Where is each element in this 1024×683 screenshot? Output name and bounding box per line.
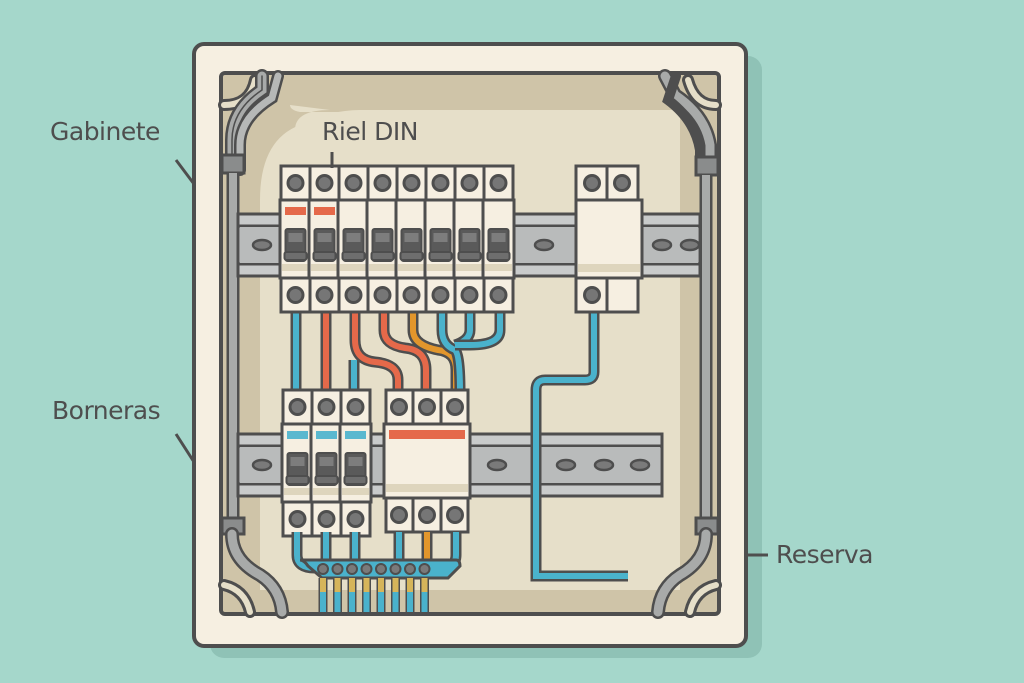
toggle-switch[interactable] [399, 228, 424, 262]
right-conduit [651, 69, 722, 619]
toggle-switch[interactable] [457, 228, 482, 262]
indicator [345, 431, 366, 439]
screw-terminal [344, 286, 363, 304]
leader-line-cabinet [174, 159, 196, 185]
top-right-module[interactable] [574, 164, 644, 314]
breaker-bottom-3[interactable] [338, 388, 373, 538]
toggle-switch[interactable] [314, 452, 339, 486]
toggle-switch[interactable] [486, 228, 511, 262]
top-wires [290, 312, 506, 393]
screw-terminal [402, 286, 421, 304]
toggle-switch[interactable] [285, 452, 310, 486]
label-cabinet: Gabinete [50, 117, 160, 146]
breaker-top-5[interactable] [394, 164, 429, 314]
label-din-rail: Riel DIN [322, 117, 418, 146]
spare-wire [530, 310, 628, 582]
wire-red-core [352, 312, 401, 392]
screw-terminal [344, 174, 363, 192]
label-terminal-blocks: Borneras [52, 396, 161, 425]
wire-red-core [381, 312, 429, 392]
screw-terminal [315, 174, 334, 192]
screw-terminal [373, 286, 392, 304]
screw-terminal [315, 286, 334, 304]
rail-slot [651, 238, 673, 252]
terminal-screw [375, 563, 387, 575]
screw-terminal [286, 286, 305, 304]
conduit-clamp [220, 153, 246, 175]
toggle-switch[interactable] [370, 228, 395, 262]
screw-terminal [460, 286, 479, 304]
breaker-bottom-2[interactable] [309, 388, 344, 538]
rail-slot [486, 458, 508, 472]
toggle-switch[interactable] [341, 228, 366, 262]
breaker-top-3[interactable] [336, 164, 371, 314]
breaker-bottom-1[interactable] [280, 388, 315, 538]
screw-terminal [489, 286, 508, 304]
wire-blue-core [439, 312, 463, 393]
toggle-switch[interactable] [283, 228, 308, 262]
screw-terminal [489, 174, 508, 192]
screw-terminal [402, 174, 421, 192]
screw-terminal [373, 174, 392, 192]
rail-slot [555, 458, 577, 472]
bottom-module[interactable] [382, 388, 472, 534]
toggle-switch[interactable] [312, 228, 337, 262]
rail-slot [629, 458, 651, 472]
top-breaker-group [278, 164, 516, 314]
terminal-bus [291, 532, 462, 612]
bottom-breaker-group [280, 388, 373, 538]
terminal-screw [389, 563, 402, 575]
rail-slot [679, 238, 701, 252]
screw-terminal [288, 510, 307, 528]
indicator [316, 431, 337, 439]
toggle-switch[interactable] [343, 452, 368, 486]
breaker-top-4[interactable] [365, 164, 400, 314]
indicator [314, 207, 335, 215]
toggle-switch[interactable] [428, 228, 453, 262]
rail-slot [593, 458, 615, 472]
screw-terminal [431, 174, 450, 192]
breaker-top-6[interactable] [423, 164, 458, 314]
rail-slot [533, 238, 555, 252]
indicator-red [389, 430, 465, 439]
screw-terminal [317, 510, 336, 528]
leader-line-terminal-blocks [174, 433, 196, 463]
breaker-top-1[interactable] [278, 164, 313, 314]
breaker-top-2[interactable] [307, 164, 342, 314]
terminal-screw [346, 563, 358, 575]
indicator [285, 207, 306, 215]
left-conduit [218, 69, 289, 619]
screw-terminal [431, 286, 450, 304]
label-spare: Reserva [776, 540, 873, 569]
screw-terminal [317, 398, 336, 416]
conduit-clamp [694, 155, 720, 177]
screw-terminal [346, 398, 365, 416]
rail-slot [251, 458, 273, 472]
screw-terminal [288, 398, 307, 416]
screw-terminal [286, 174, 305, 192]
wire-blue-core [455, 312, 503, 348]
terminal-screw [331, 563, 344, 575]
rail-slot [251, 238, 273, 252]
terminal-screw [418, 563, 431, 575]
terminal-screw [360, 563, 373, 575]
breaker-top-8[interactable] [481, 164, 516, 314]
breaker-top-7[interactable] [452, 164, 487, 314]
terminal-screw [404, 563, 416, 575]
screw-terminal [346, 510, 365, 528]
terminal-screw [317, 563, 329, 575]
screw-terminal [460, 174, 479, 192]
indicator [287, 431, 308, 439]
